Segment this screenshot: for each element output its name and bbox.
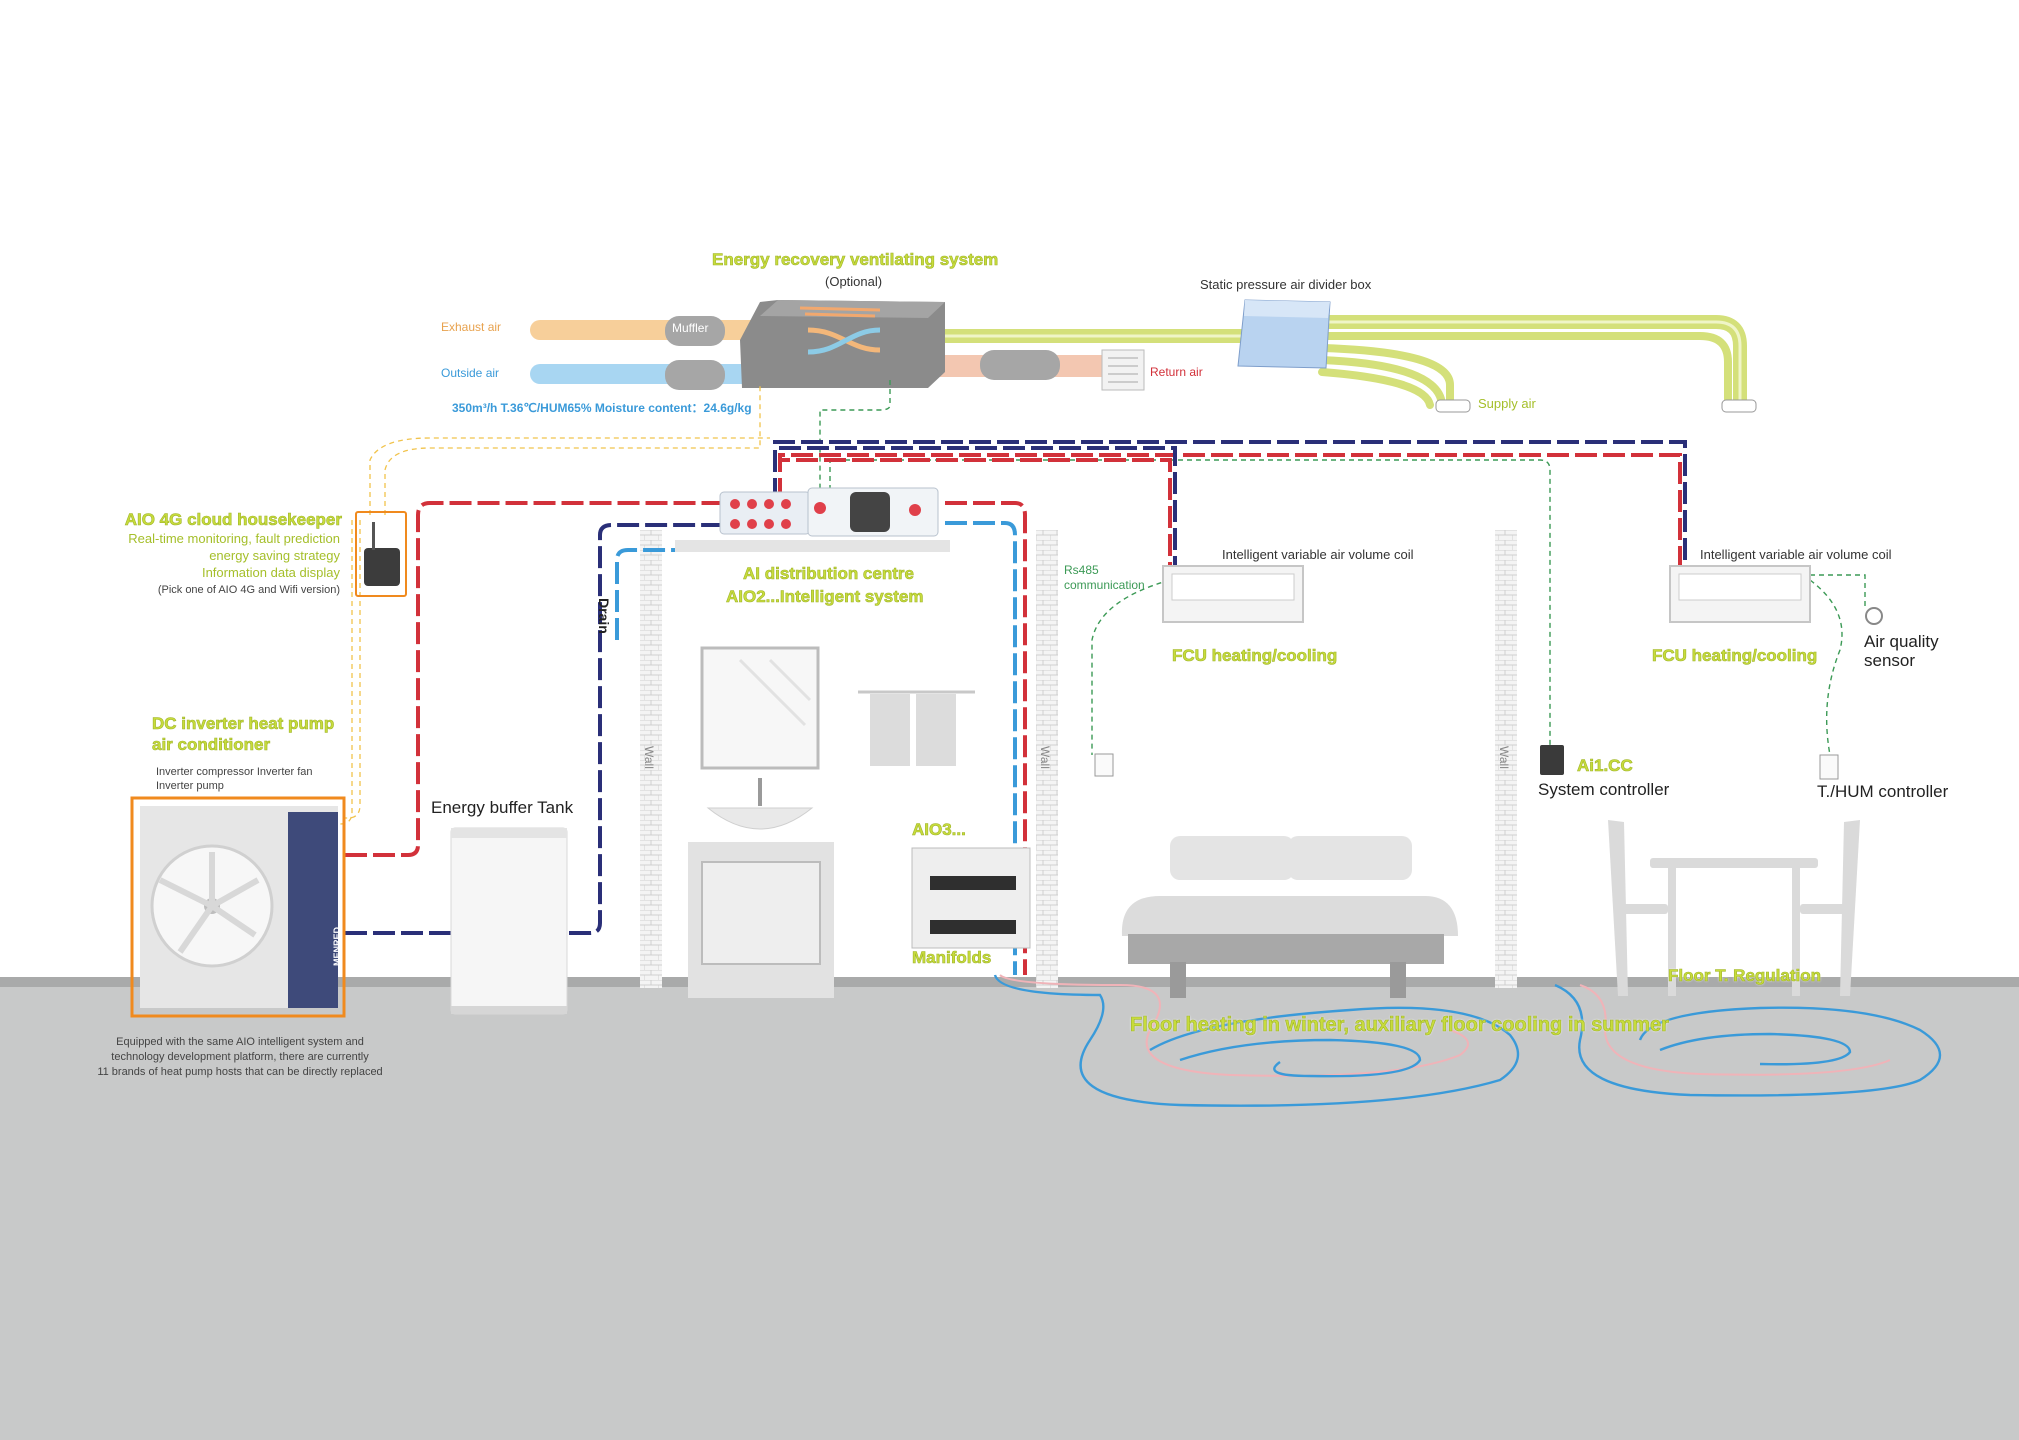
muffler-label: Muffler xyxy=(672,321,709,335)
cloud-title: AIO 4G cloud housekeeper xyxy=(124,510,342,530)
return-air-grille xyxy=(1101,349,1145,391)
floor-regulation-label: Floor T. Regulation xyxy=(1668,966,1822,986)
erv-unit xyxy=(740,300,945,388)
coil-left-label: Intelligent variable air volume coil xyxy=(1222,547,1414,562)
coil-right-label: Intelligent variable air volume coil xyxy=(1700,547,1892,562)
heat-pump-title-2: air conditioner xyxy=(152,735,271,755)
heat-pump-footer-2: technology development platform, there a… xyxy=(111,1051,369,1063)
distribution-subtitle: AIO2...Intelligent system xyxy=(726,587,924,607)
dining-set xyxy=(1608,820,1860,996)
floor-heating-loops-right xyxy=(1554,983,1941,1097)
muffler-outside xyxy=(665,360,725,390)
rs485-line-2: communication xyxy=(1064,578,1145,592)
hot-pipes xyxy=(345,453,1682,975)
system-controller-name: Ai1.CC xyxy=(1577,756,1633,776)
buffer-tank-label: Energy buffer Tank xyxy=(431,798,574,817)
heat-pump-title-1: DC inverter heat pump xyxy=(152,714,335,734)
fcu-right-label: FCU heating/cooling xyxy=(1652,646,1818,666)
erv-title: Energy recovery ventilating system xyxy=(712,250,999,270)
buffer-tank xyxy=(450,827,568,1015)
cloud-note: (Pick one of AIO 4G and Wifi version) xyxy=(157,584,340,596)
bed xyxy=(1121,836,1458,998)
distribution-title: AI distribution centre xyxy=(743,564,915,584)
cloud-line-2: energy saving strategy xyxy=(209,548,340,563)
heat-pump-unit xyxy=(130,796,346,1018)
system-controller-label: System controller xyxy=(1538,780,1670,799)
blue-pipes xyxy=(615,521,1017,975)
return-air-label: Return air xyxy=(1150,365,1203,379)
supply-ducts-inner xyxy=(933,320,1742,407)
heat-pump-detail-2: Inverter pump xyxy=(156,780,224,792)
bathroom-vanity xyxy=(688,646,975,998)
manifolds-label: Manifolds xyxy=(912,948,992,968)
drain-label: Drain xyxy=(596,598,612,634)
supply-grille-1 xyxy=(1435,399,1471,413)
wall-label-1: Wall xyxy=(642,746,656,769)
erv-optional: (Optional) xyxy=(825,274,883,289)
yellow-signal-lines xyxy=(339,385,770,825)
supply-air-label: Supply air xyxy=(1478,396,1536,411)
wall-3 xyxy=(1495,530,1517,988)
heat-pump-footer-1: Equipped with the same AIO intelligent s… xyxy=(116,1036,364,1048)
wall-1 xyxy=(640,530,662,988)
muffler-return xyxy=(980,350,1060,380)
outside-air-label: Outside air xyxy=(441,366,500,380)
room-panel-left xyxy=(1094,753,1114,777)
floor-line xyxy=(0,977,2019,987)
heat-pump-detail-1: Inverter compressor Inverter fan xyxy=(156,766,313,778)
aio3-label: AIO3... xyxy=(912,820,966,840)
floor-heating-loops-left xyxy=(993,974,1520,1107)
manifold-unit xyxy=(911,847,1031,949)
system-controller-device xyxy=(1540,745,1564,775)
cloud-line-1: Real-time monitoring, fault prediction xyxy=(128,531,340,546)
cloud-device xyxy=(355,511,407,597)
rs485-line-1: Rs485 xyxy=(1064,563,1099,577)
supply-grille-2 xyxy=(1721,399,1757,413)
floor-heating-label: Floor heating in winter, auxiliary floor… xyxy=(1130,1014,1670,1037)
fcu-left-label: FCU heating/cooling xyxy=(1172,646,1338,666)
distribution-unit xyxy=(675,487,950,552)
air-quality-sensor-device xyxy=(1865,607,1883,625)
air-quality-line-1: Air quality xyxy=(1864,632,1939,651)
air-quality-line-2: sensor xyxy=(1864,651,1916,670)
divider-box-label: Static pressure air divider box xyxy=(1200,277,1372,292)
thum-controller-label: T./HUM controller xyxy=(1817,782,1949,801)
erv-spec: 350m³/h T.36℃/HUM65% Moisture content：24… xyxy=(452,401,752,415)
cloud-line-3: Information data display xyxy=(201,565,340,580)
fcu-left-unit xyxy=(1162,565,1304,623)
fcu-right-unit xyxy=(1669,565,1811,623)
wall-2 xyxy=(1036,530,1058,988)
muffler-exhaust xyxy=(665,316,725,346)
thum-controller-device xyxy=(1819,754,1839,780)
divider-box-shape xyxy=(1237,299,1331,369)
wall-label-3: Wall xyxy=(1497,746,1511,769)
heat-pump-brand: MENRED xyxy=(332,926,342,966)
green-signal-lines xyxy=(819,380,1866,756)
floor-slab xyxy=(0,977,2019,1440)
wall-label-2: Wall xyxy=(1038,746,1052,769)
heat-pump-footer-3: 11 brands of heat pump hosts that can be… xyxy=(97,1066,383,1078)
exhaust-air-label: Exhaust air xyxy=(441,320,502,334)
cold-pipes xyxy=(345,440,1687,935)
